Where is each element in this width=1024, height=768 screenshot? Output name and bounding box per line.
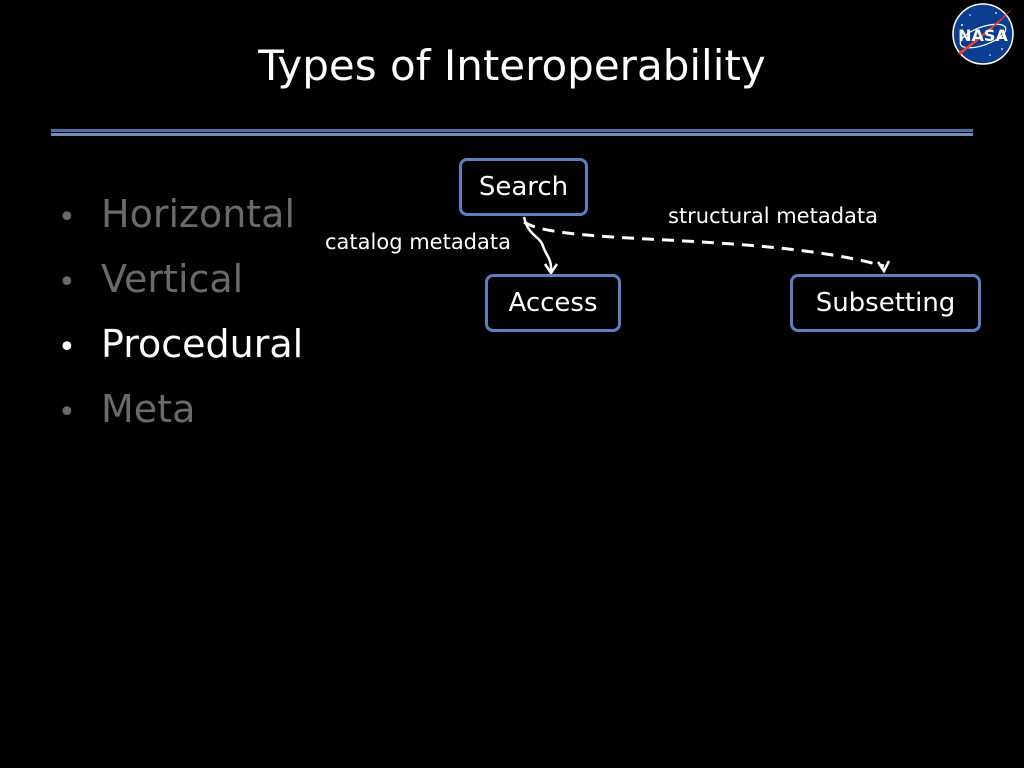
- bullet-dot: •: [58, 265, 76, 300]
- title-divider: [51, 129, 973, 137]
- node-access-label: Access: [508, 288, 598, 318]
- catalog-metadata-arrow: [522, 216, 553, 273]
- bullet-vertical: • Vertical: [58, 251, 303, 316]
- node-subsetting: Subsetting: [790, 274, 981, 332]
- bullet-label: Vertical: [101, 257, 244, 301]
- bullet-label: Horizontal: [101, 192, 296, 236]
- nasa-logo-icon: NASA: [950, 3, 1016, 65]
- bullet-label: Procedural: [101, 322, 304, 366]
- slide-title: Types of Interoperability: [258, 41, 766, 90]
- bullet-horizontal: • Horizontal: [58, 186, 303, 251]
- bullet-dot: •: [58, 395, 76, 430]
- bullet-dot: •: [58, 200, 76, 235]
- node-subsetting-label: Subsetting: [815, 288, 956, 318]
- node-search: Search: [459, 158, 588, 216]
- bullet-procedural: • Procedural: [58, 316, 303, 381]
- structural-metadata-arrowhead: [876, 260, 891, 274]
- edge-label-catalog: catalog metadata: [325, 230, 511, 254]
- svg-text:NASA: NASA: [958, 26, 1008, 45]
- node-search-label: Search: [478, 172, 569, 202]
- bullet-list: • Horizontal • Vertical • Procedural • M…: [58, 186, 303, 446]
- bullet-dot: •: [58, 330, 76, 365]
- node-access: Access: [485, 274, 621, 332]
- edge-label-structural: structural metadata: [668, 204, 878, 228]
- structural-metadata-arrow: [523, 220, 885, 268]
- bullet-meta: • Meta: [58, 381, 303, 446]
- bullet-label: Meta: [101, 387, 196, 431]
- catalog-metadata-arrowhead: [543, 263, 559, 276]
